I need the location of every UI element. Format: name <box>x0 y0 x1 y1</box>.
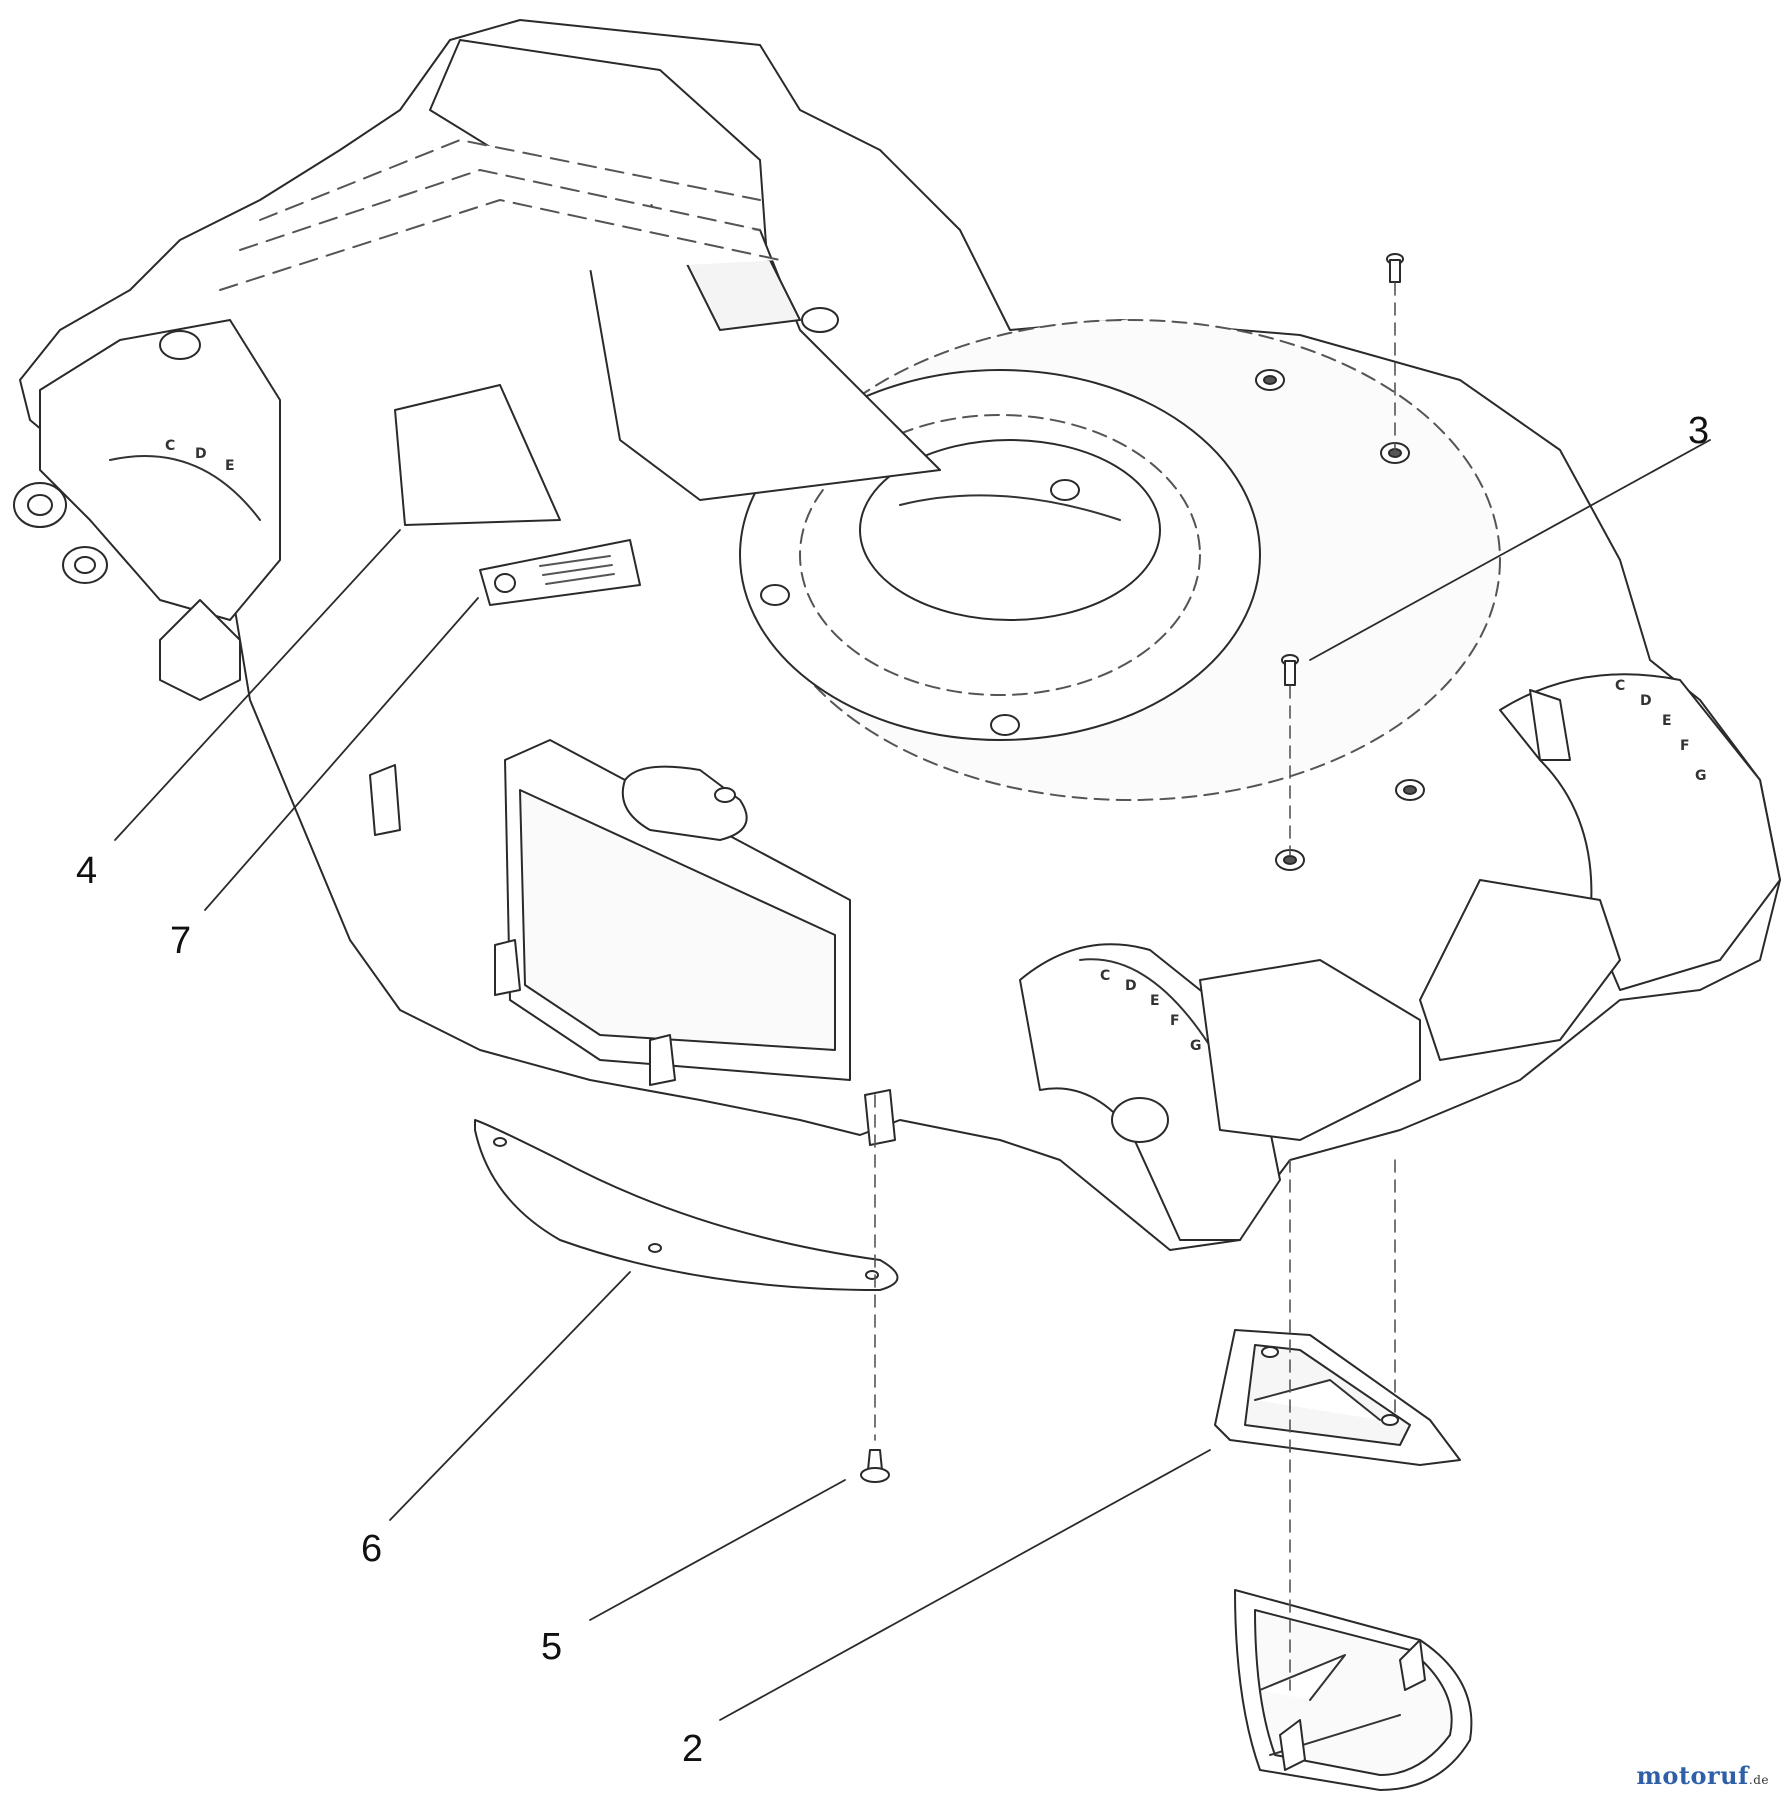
dial-letter: F <box>1170 1013 1180 1029</box>
leader-7 <box>204 597 479 911</box>
height-dial-rear: C D E F G <box>1615 678 1707 784</box>
left-wheel-bracket <box>13 319 281 701</box>
deck-bosses <box>760 369 1425 871</box>
decal-4 <box>394 384 561 526</box>
leader-lines <box>114 439 1711 1721</box>
leader-3 <box>1309 439 1711 661</box>
side-skirt <box>369 739 896 1146</box>
dial-letter: E <box>225 458 235 474</box>
dial-letter: C <box>165 438 175 454</box>
leader-2 <box>719 1449 1211 1721</box>
dial-letter: G <box>1695 768 1707 784</box>
watermark-logo: motoruf.de <box>1636 1761 1769 1790</box>
height-dial-left: C D E <box>165 438 235 474</box>
dial-letter: E <box>1150 993 1160 1009</box>
height-dial-front: C D E F G <box>1100 968 1202 1054</box>
discharge-area <box>1199 673 1781 1141</box>
callout-5: 5 <box>541 1626 563 1668</box>
leader-5 <box>589 1479 846 1621</box>
rear-tower <box>219 39 941 501</box>
baffle-strip-6 <box>474 1119 899 1291</box>
dial-letter: D <box>1125 978 1137 994</box>
callout-6: 6 <box>361 1528 383 1570</box>
callout-7: 7 <box>170 920 192 962</box>
watermark-tld: .de <box>1748 1773 1769 1787</box>
dial-letter: D <box>195 446 207 462</box>
dial-letter: C <box>1100 968 1110 984</box>
callout-2: 2 <box>682 1728 704 1770</box>
dial-letter: F <box>1680 738 1690 754</box>
callout-3: 3 <box>1688 410 1710 452</box>
dial-letter: E <box>1662 713 1672 729</box>
bolt-5 <box>860 1449 890 1483</box>
watermark-name: motoruf <box>1636 1761 1749 1790</box>
deflector-2-upper <box>1214 1329 1461 1466</box>
screw-3 <box>1281 253 1404 686</box>
dial-letter: D <box>1640 693 1652 709</box>
decal-7 <box>479 539 641 606</box>
leader-6 <box>389 1271 631 1521</box>
deck-housing <box>13 19 1781 1251</box>
dial-letter: C <box>1615 678 1625 694</box>
callout-4: 4 <box>76 850 98 892</box>
assembly-axes <box>874 282 1396 1691</box>
leader-4 <box>114 529 401 841</box>
deflector-2-lower <box>1234 1589 1473 1791</box>
dial-letter: G <box>1190 1038 1202 1054</box>
